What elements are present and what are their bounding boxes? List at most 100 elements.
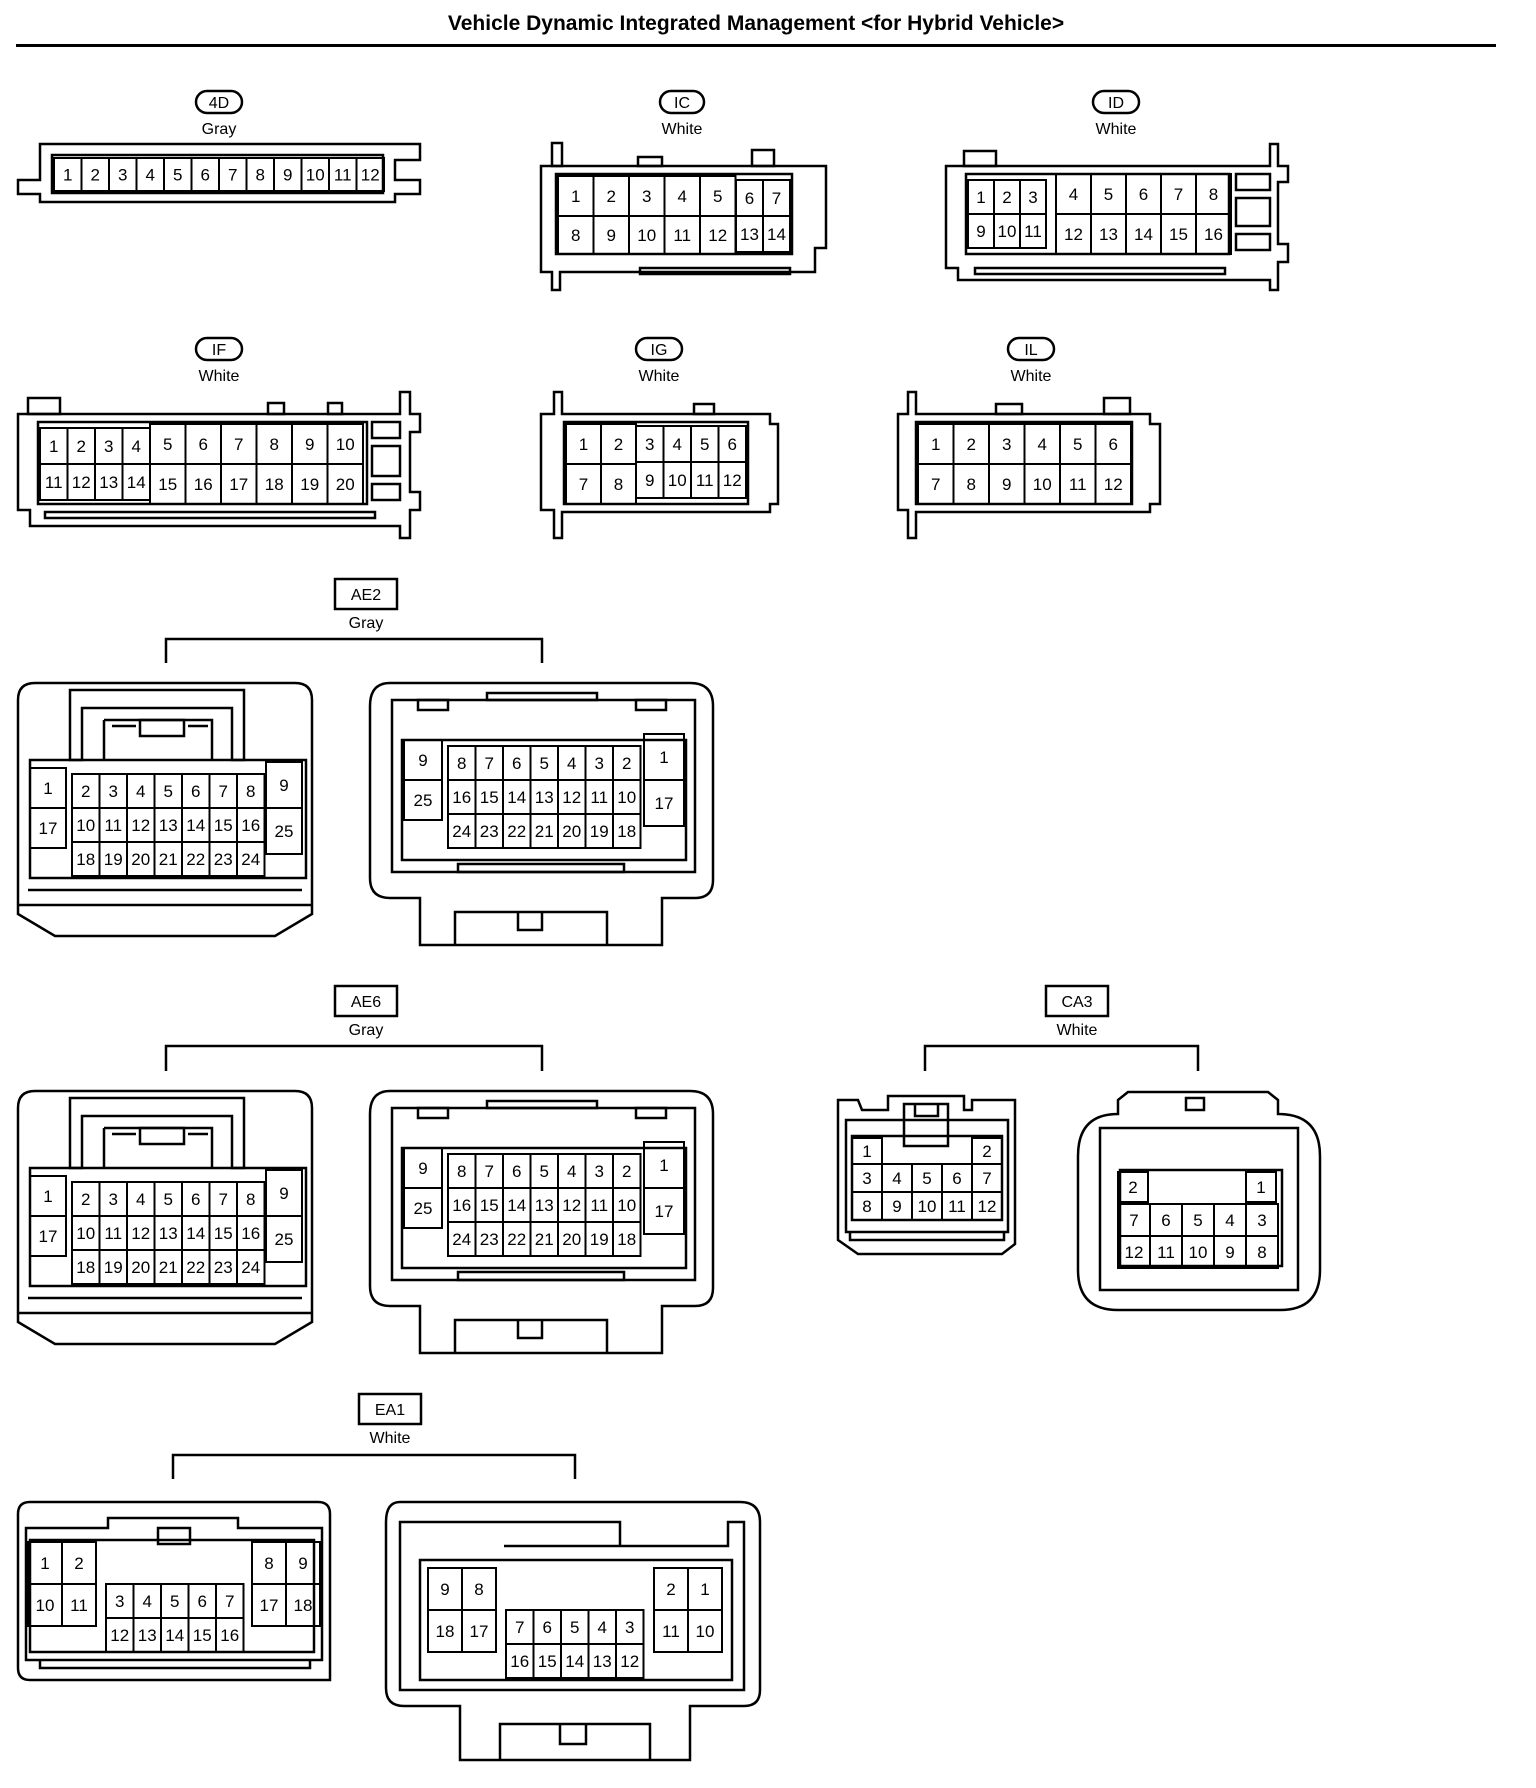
pin-number: 1	[40, 1554, 49, 1573]
code-pill	[658, 89, 706, 115]
pin-number: 8	[246, 782, 255, 801]
top-slot	[416, 698, 450, 712]
connector-color: White	[1011, 368, 1052, 385]
pin-number: 9	[1225, 1243, 1234, 1262]
pin-number: 1	[579, 435, 588, 454]
pin-number: 7	[219, 782, 228, 801]
pin-number: 21	[535, 822, 554, 841]
pin-number: 25	[414, 1199, 433, 1218]
pin-number: 7	[234, 435, 243, 454]
pin-number: 5	[164, 1190, 173, 1209]
pin-number: 18	[617, 822, 636, 841]
locking-tab	[266, 401, 286, 416]
pin-number: 6	[512, 754, 521, 773]
pin-number: 21	[535, 1230, 554, 1249]
pin-number: 5	[1073, 435, 1082, 454]
pin-cell	[285, 1583, 321, 1627]
pin-number: 15	[538, 1652, 557, 1671]
left-housing-inner	[18, 1296, 312, 1315]
pin-number: 6	[512, 1162, 521, 1181]
pin-number: 8	[246, 1190, 255, 1209]
pin-number: 19	[300, 475, 319, 494]
pair-bracket	[164, 637, 544, 663]
pin-field	[418, 1558, 734, 1682]
pin-number: 7	[982, 1169, 991, 1188]
pin-number: 19	[590, 822, 609, 841]
pin-number: 16	[241, 816, 260, 835]
pin-number: 17	[260, 1596, 279, 1615]
pin-number: 7	[579, 475, 588, 494]
pin-number: 13	[740, 225, 759, 244]
pin-number: 1	[1256, 1178, 1265, 1197]
pin-number: 18	[617, 1230, 636, 1249]
pin-number: 2	[982, 1142, 991, 1161]
pin-number: 12	[72, 473, 91, 492]
code-pill	[1091, 89, 1141, 115]
connector-code: ID	[1108, 95, 1124, 112]
pin-number: 6	[191, 1190, 200, 1209]
pin-number: 5	[164, 782, 173, 801]
connector-color: Gray	[349, 615, 384, 632]
pin-number: 12	[1064, 225, 1083, 244]
pin-cell	[461, 1609, 497, 1653]
pin-number: 18	[265, 475, 284, 494]
pin-number: 15	[1169, 225, 1188, 244]
pin-number: 8	[474, 1580, 483, 1599]
code-box	[333, 984, 399, 1018]
pin-number: 18	[76, 1258, 95, 1277]
pin-number: 9	[298, 1554, 307, 1573]
pin-number: 14	[1134, 225, 1153, 244]
pin-number: 10	[306, 166, 325, 185]
connector-code: CA3	[1061, 994, 1092, 1011]
pin-number: 9	[283, 166, 292, 185]
pin-number: 14	[165, 1626, 184, 1645]
pin-number: 1	[659, 748, 668, 767]
code-pill	[634, 336, 684, 362]
pin-number: 8	[571, 226, 580, 245]
pin-number: 14	[565, 1652, 584, 1671]
right-housing-inner	[390, 698, 697, 874]
left-housing-inner	[18, 888, 312, 907]
pin-cell	[1019, 213, 1047, 249]
pin-number: 2	[607, 187, 616, 206]
pin-number: 3	[642, 187, 651, 206]
pin-number: 8	[256, 166, 265, 185]
latch-frame	[902, 1102, 950, 1148]
pin-number: 4	[1069, 185, 1078, 204]
page-header: Vehicle Dynamic Integrated Management <f…	[16, 0, 1496, 47]
connector-color: White	[1096, 121, 1137, 138]
pin-number: 6	[201, 166, 210, 185]
pin-number: 4	[132, 437, 141, 456]
pin-number: 20	[131, 1258, 150, 1277]
pin-number: 7	[228, 166, 237, 185]
top-slot	[634, 698, 668, 712]
locking-tab	[750, 148, 776, 168]
pin-number: 11	[104, 816, 122, 835]
pin-cell	[1245, 1171, 1277, 1203]
pin-number: 2	[967, 435, 976, 454]
connector-code: AE6	[351, 994, 381, 1011]
pin-number: 9	[279, 1184, 288, 1203]
right-housing	[368, 681, 715, 947]
pin-number: 3	[109, 1190, 118, 1209]
pin-cell	[265, 1215, 303, 1263]
pin-number: 1	[43, 779, 52, 798]
pin-number: 20	[562, 1230, 581, 1249]
pin-number: 25	[414, 791, 433, 810]
pin-number: 12	[1104, 475, 1123, 494]
pin-number: 9	[607, 226, 616, 245]
pin-number: 12	[562, 1196, 581, 1215]
pin-number: 14	[186, 816, 205, 835]
pin-number: 1	[49, 437, 58, 456]
top-slot	[634, 1106, 668, 1120]
pin-number: 2	[74, 1554, 83, 1573]
pin-cell	[326, 463, 364, 505]
pin-number: 10	[617, 1196, 636, 1215]
pin-number: 11	[948, 1197, 966, 1216]
pin-number: 16	[452, 1196, 471, 1215]
top-bar	[485, 1099, 599, 1110]
